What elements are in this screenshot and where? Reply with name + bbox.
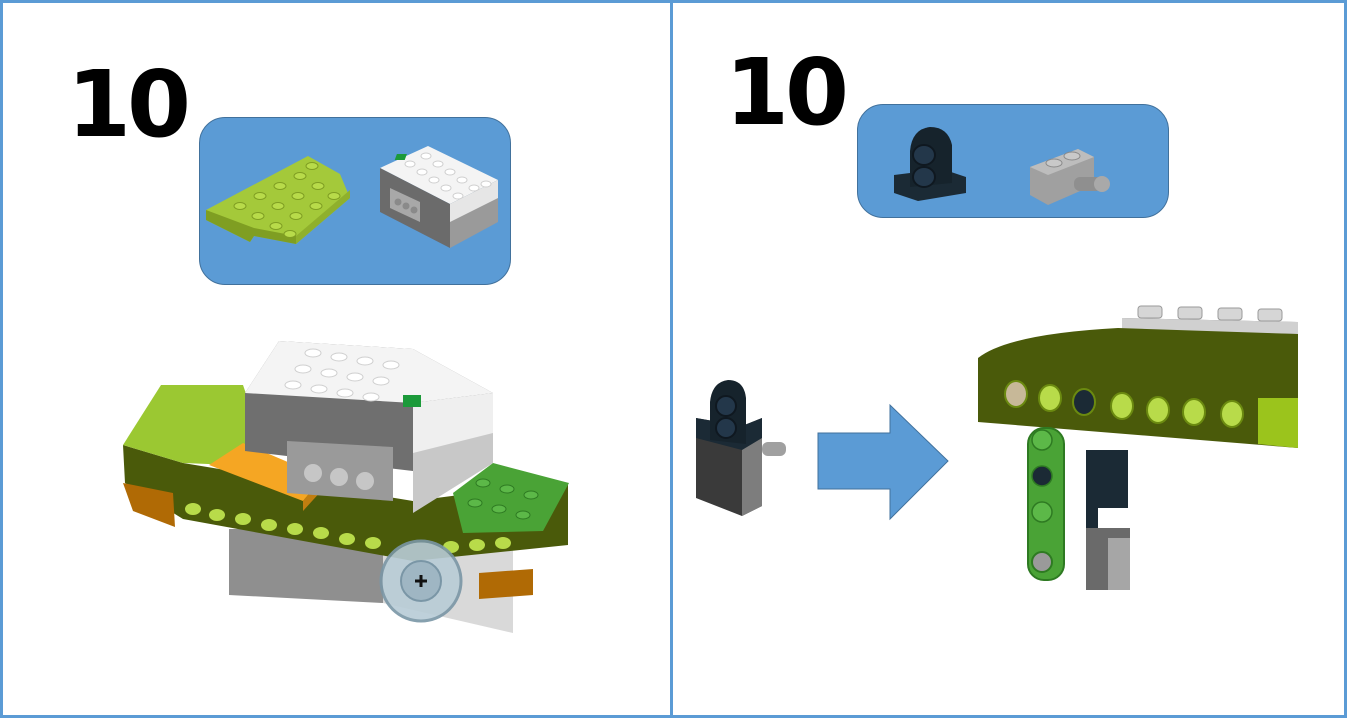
right-arrow-icon	[817, 403, 949, 521]
right-panel: 10	[673, 3, 1344, 715]
subassembly-connector-brick	[696, 380, 786, 516]
step-number: 10	[725, 39, 849, 146]
lime-wedge-plate-part	[206, 156, 350, 244]
brick-with-pin-part	[1030, 149, 1110, 205]
left-panel: 10	[3, 3, 670, 715]
main-assembly	[978, 305, 1298, 590]
panel-divider	[670, 0, 673, 718]
parts-callout	[857, 104, 1169, 218]
smarthub-part	[380, 146, 498, 248]
technic-pin-connector-part	[894, 127, 966, 201]
parts-callout	[199, 117, 511, 285]
main-assembly	[123, 341, 569, 633]
step-number: 10	[67, 51, 191, 158]
